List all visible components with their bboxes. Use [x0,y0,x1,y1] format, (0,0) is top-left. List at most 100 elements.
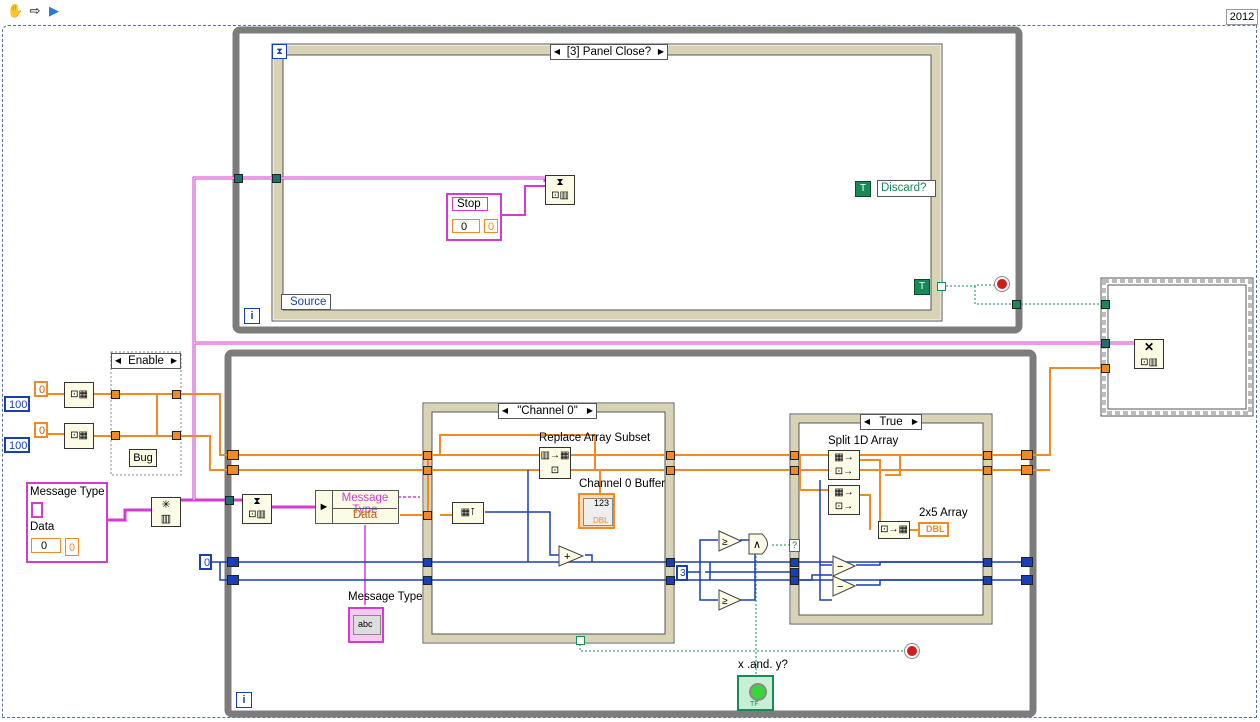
top-loop-bool-tunnel [1012,300,1021,309]
top-loop-iteration-terminal: i [244,308,260,324]
case-tunnel-in-b [423,466,432,475]
true-tunnel-out-c [983,558,992,567]
subtract-node-b[interactable]: − [832,575,857,597]
svg-text:−: − [837,561,843,573]
shift-register-left-b [227,465,239,475]
decrement-arrow-icon[interactable]: ◀ [114,356,122,365]
obtain-queue-node[interactable]: ✳▥ [151,497,181,527]
data-value-1[interactable]: 0 [65,538,79,556]
case-selector-terminal: ? [789,539,800,552]
message-type-indicator-label: Message Type [348,591,423,603]
bottom-while-loop [224,349,1037,718]
discard-constant[interactable]: T [855,181,871,197]
arrow-icon[interactable]: ⇨ [29,3,41,18]
true-case-selector[interactable]: ◀ True ▶ [860,414,922,430]
stop-tunnel [937,282,946,291]
replace-array-subset-node[interactable]: ▥→▦⊡ [539,447,571,479]
data-label: Data [30,521,55,533]
sequence-tunnel-data [1101,364,1110,373]
decrement-arrow-icon[interactable]: ◀ [553,47,561,56]
message-type-label: Message Type [30,486,105,498]
true-tunnel-in-a [790,451,799,460]
split-1d-array-node-a[interactable]: ▦→⊡→ [828,450,860,480]
event-case-selector[interactable]: ◀ [3] Panel Close? ▶ [550,44,668,60]
case-tunnel-out-b [666,466,675,475]
release-queue-node[interactable]: ✕⊡▥ [1134,339,1164,369]
svg-text:≥: ≥ [722,596,728,607]
case-tunnel-out-a [666,451,675,460]
hand-icon[interactable]: ✋ [7,3,24,18]
constant-zero-a[interactable]: 0 [34,381,48,397]
sequence-tunnel-queue [1101,339,1110,348]
decrement-arrow-icon[interactable]: ◀ [863,417,871,426]
top-loop-stop-terminal [995,277,1009,291]
case-tunnel-in-a [423,451,432,460]
shift-register-right-a [1021,450,1033,460]
shift-register-left-d [227,575,239,585]
shift-register-right-d [1021,575,1033,585]
decrement-arrow-icon[interactable]: ◀ [501,406,509,415]
stop-value-0[interactable]: 0 [452,219,480,233]
stop-label: Stop [452,197,488,211]
constant-zero-c[interactable]: 0 [199,554,212,570]
unbundle-data: Data [333,508,397,521]
greater-or-equal-node-b[interactable]: ≥ [718,589,743,611]
message-type-string[interactable] [31,502,43,518]
case-tunnel-in-c [423,558,432,567]
case-tunnel-out-d [666,576,675,585]
initialize-array-node-a[interactable]: ⊡▦ [64,382,94,408]
run-arrow-icon[interactable]: ▶ [49,3,59,18]
increment-arrow-icon[interactable]: ▶ [170,356,178,365]
and-node[interactable]: ∧ [748,533,774,555]
message-type-indicator: abc [348,607,384,643]
increment-arrow-icon[interactable]: ▶ [657,47,665,56]
case-tunnel-in-d [423,576,432,585]
enable-structure [110,351,182,476]
initialize-array-node-b[interactable]: ⊡▦ [64,423,94,449]
shift-register-left-a [227,450,239,460]
replace-array-subset-label: Replace Array Subset [539,432,651,444]
split-1d-array-node-b[interactable]: ▦→⊡→ [828,485,860,515]
split-1d-array-label: Split 1D Array [828,435,899,447]
message-cluster-constant[interactable]: Message Type Data 0 0 [26,482,108,563]
version-badge: 2012 [1226,9,1258,25]
true-tunnel-in-c [790,558,799,567]
constant-100-b[interactable]: 100 [4,437,30,453]
build-array-node[interactable]: ⊡→▦ [878,521,910,539]
data-value-0[interactable]: 0 [31,538,61,553]
2x5-array-label: 2x5 Array [919,507,968,519]
stop-cluster-constant[interactable]: Stop 0 0 [446,193,502,241]
add-node[interactable]: + [558,545,585,567]
true-tunnel-in-e [790,576,799,585]
stop-value-1[interactable]: 0 [484,219,498,233]
case-tunnel-out-c [666,558,675,567]
enable-tunnel-in-b [111,431,120,440]
x-and-y-led-indicator: TF [737,675,774,711]
bug-subvi[interactable]: Bug [129,449,157,467]
shift-register-right-c [1021,557,1033,567]
greater-or-equal-node-a[interactable]: ≥ [718,530,743,552]
true-tunnel-out-a [983,451,992,460]
constant-zero-b[interactable]: 0 [34,422,48,438]
constant-100-a[interactable]: 100 [4,396,30,412]
shift-register-right-b [1021,465,1033,475]
queue-tunnel-event [272,174,281,183]
bottom-loop-stop-terminal [905,644,919,658]
array-size-node[interactable]: ▦⊺ [452,502,484,524]
channel-case-selector[interactable]: ◀ "Channel 0" ▶ [498,403,597,419]
true-tunnel-out-b [983,466,992,475]
stop-true-constant[interactable]: T [914,279,930,295]
enable-selector[interactable]: ◀ Enable ▶ [111,353,181,369]
enqueue-element-node[interactable]: ⧗⊡▥ [545,175,575,205]
subtract-node-a[interactable]: − [832,555,857,577]
constant-three[interactable]: 3 [676,565,688,581]
increment-arrow-icon[interactable]: ▶ [911,417,919,426]
case-tunnel-in-data [423,511,432,520]
dequeue-element-node[interactable]: ⧗⊡▥ [242,494,272,524]
svg-text:≥: ≥ [722,537,728,548]
led-icon [749,683,767,701]
unbundle-by-name-node[interactable]: ► Message Type Data [315,490,399,524]
increment-arrow-icon[interactable]: ▶ [586,406,594,415]
svg-text:+: + [564,551,570,563]
